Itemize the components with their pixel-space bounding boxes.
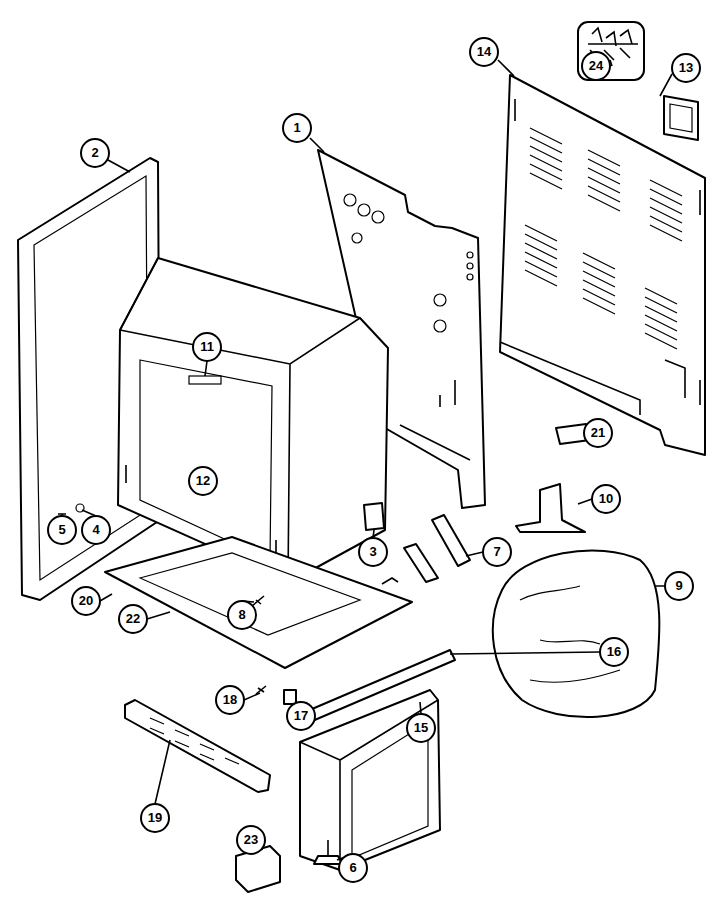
callout-number: 11 (193, 333, 221, 361)
callout-number: 1 (283, 114, 311, 142)
callout-circle (48, 516, 76, 544)
callout-number: 20 (72, 587, 100, 615)
housing-edges (300, 700, 438, 870)
leader-lines (62, 60, 672, 860)
callout-circle (193, 333, 221, 361)
callout-circle (287, 702, 315, 730)
callout-number: 17 (287, 702, 315, 730)
callout-number: 12 (189, 467, 217, 495)
callout-circle (483, 538, 511, 566)
callout-number: 24 (582, 52, 610, 80)
callout-number: 21 (584, 419, 612, 447)
screw (256, 686, 266, 694)
callout-number: 23 (237, 826, 265, 854)
louvers (583, 253, 615, 314)
vent (189, 376, 221, 384)
callout-number: 18 (216, 686, 244, 714)
callout-circle (665, 572, 693, 600)
callout-number: 8 (228, 601, 256, 629)
callout-circle (82, 516, 110, 544)
cavity-opening (140, 360, 272, 560)
callout-number: 2 (81, 139, 109, 167)
callout-circle (470, 38, 498, 66)
callout-circle (339, 854, 367, 882)
callout-circle (582, 52, 610, 80)
hinge (404, 544, 438, 582)
hinge (432, 515, 470, 566)
louvers (645, 288, 677, 349)
screw (252, 596, 264, 606)
callout-number: 5 (48, 516, 76, 544)
callout-number: 15 (407, 714, 435, 742)
louvers (525, 225, 557, 286)
callout-circle (283, 114, 311, 142)
callout-number: 19 (141, 804, 169, 832)
louvers (530, 128, 562, 189)
callout-circle (407, 714, 435, 742)
callout-number: 22 (119, 605, 147, 633)
panel-detail (400, 380, 470, 460)
callout-circle (72, 587, 100, 615)
cavity-detail (126, 465, 276, 556)
parts-box (578, 22, 644, 80)
callout-number: 16 (600, 638, 628, 666)
bracket (364, 503, 384, 530)
callout-circle (237, 826, 265, 854)
tab (382, 578, 398, 584)
callout-circle (141, 804, 169, 832)
back-panel (500, 75, 705, 455)
callout-circle (119, 605, 147, 633)
callout-circle (189, 467, 217, 495)
panel-detail (500, 99, 700, 415)
callout-circle (600, 638, 628, 666)
callout-circle (228, 601, 256, 629)
callout-number: 13 (672, 54, 700, 82)
callout-number: 7 (483, 538, 511, 566)
callout-circle (584, 419, 612, 447)
bracket-detail (670, 104, 692, 132)
strip-slots (150, 718, 239, 764)
insulation-texture (520, 586, 620, 682)
callout-circle (216, 686, 244, 714)
callout-number: 9 (665, 572, 693, 600)
louvers (650, 180, 682, 241)
housing-opening (352, 722, 428, 858)
callout-circle (81, 139, 109, 167)
louvers (588, 150, 620, 211)
oven-cavity (118, 258, 388, 582)
callout-circle (359, 538, 387, 566)
callout-number: 4 (82, 516, 110, 544)
strip (125, 700, 270, 792)
cavity-edges (120, 258, 360, 582)
insulation (493, 550, 660, 717)
bottom-insert (140, 553, 360, 635)
bracket (664, 96, 698, 140)
callout-number: 10 (592, 485, 620, 513)
clip (284, 690, 296, 704)
callout-number: 6 (339, 854, 367, 882)
bottom-panel (105, 537, 412, 668)
callout-number: 3 (359, 538, 387, 566)
bracket (516, 484, 585, 532)
callout-number: 14 (470, 38, 498, 66)
callout-circle (672, 54, 700, 82)
callout-circle (592, 485, 620, 513)
leg-screw (327, 840, 329, 856)
drawer-housing (300, 690, 440, 870)
